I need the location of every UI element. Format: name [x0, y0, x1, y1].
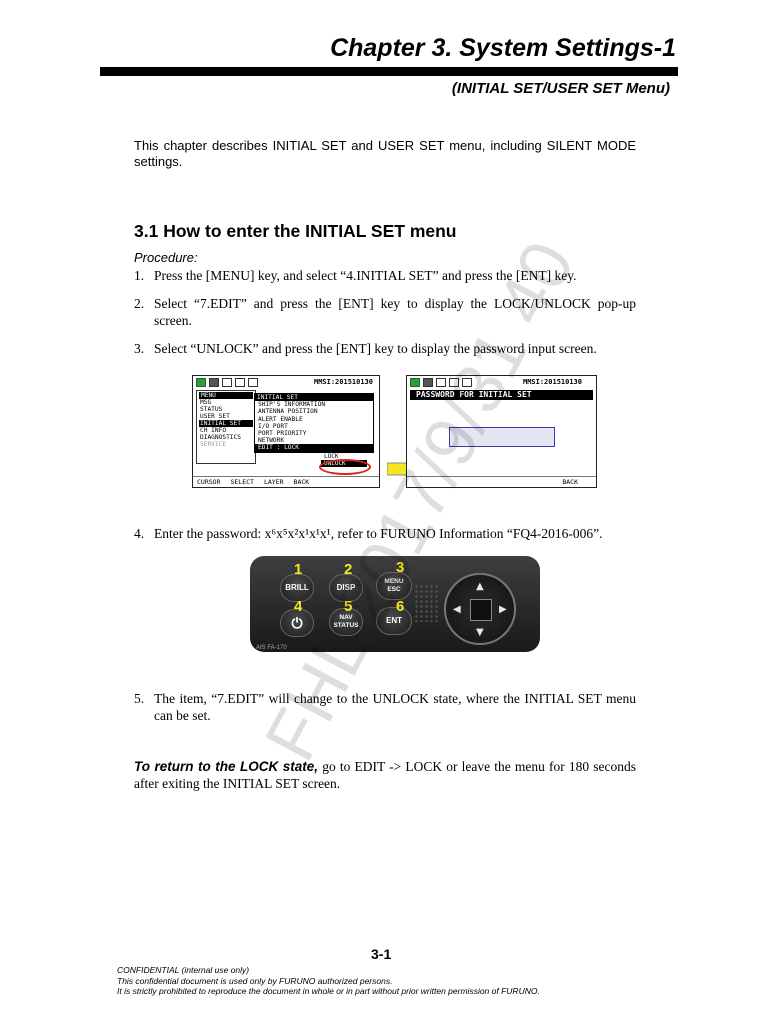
- screen-key-guide: CURSOR SELECT LAYER BACK: [193, 476, 379, 487]
- step-text: The item, “7.EDIT” will change to the UN…: [154, 691, 636, 723]
- chapter-rule: [100, 67, 678, 76]
- screen-status-bar: [407, 376, 596, 389]
- trx-icon: [222, 378, 232, 387]
- guide-layer: LAYER: [263, 478, 284, 486]
- initial-set-submenu: INITIAL SET SHIP'S INFORMATION ANTENNA P…: [254, 393, 374, 453]
- chapter-subtitle: (INITIAL SET/USER SET Menu): [451, 80, 670, 97]
- submenu-item[interactable]: PORT PRIORITY: [258, 430, 307, 438]
- menu-item-service[interactable]: SERVICE: [200, 441, 227, 448]
- menu-item-initial-set[interactable]: INITIAL SET: [199, 420, 253, 427]
- key-number: 4: [294, 598, 303, 615]
- trx-icon: [436, 378, 446, 387]
- screen-status-bar: [193, 376, 379, 389]
- keypad-photo: BRILL DISP MENU ESC ⏻ NAV STATUS ENT 1 2…: [250, 556, 540, 652]
- confidential-footer: CONFIDENTIAL (internal use only) This co…: [117, 965, 540, 997]
- arrow-left-icon[interactable]: ◀: [453, 604, 461, 615]
- step-text-prefix: Enter the password:: [154, 526, 265, 541]
- submenu-item[interactable]: I/O PORT: [258, 422, 288, 430]
- step-number: 3.: [134, 341, 145, 356]
- key-number: 6: [396, 598, 405, 615]
- step-number: 5.: [134, 691, 145, 706]
- popup-item-lock[interactable]: LOCK: [324, 453, 339, 460]
- disp-key[interactable]: DISP: [329, 574, 363, 602]
- submenu-item[interactable]: ALERT ENABLE: [258, 415, 303, 423]
- submenu-item[interactable]: SHIP'S INFORMATION: [258, 401, 326, 409]
- mmsi-label: MMSI:201510130: [313, 378, 373, 386]
- arrow-up-icon[interactable]: ▲: [476, 581, 484, 592]
- arrow-down-icon[interactable]: ▼: [476, 627, 484, 638]
- cursor-pad[interactable]: ▲ ▼ ◀ ▶: [444, 573, 516, 645]
- tx-icon: [209, 378, 219, 387]
- procedure-label: Procedure:: [134, 250, 198, 265]
- signal-icon: [196, 378, 206, 387]
- password-value: x⁶x⁵x²x¹x¹x¹: [264, 526, 331, 541]
- menu-item-msg[interactable]: MSG: [200, 399, 212, 406]
- tx-icon: [423, 378, 433, 387]
- submenu-header: INITIAL SET: [255, 394, 373, 402]
- step-3: 3. Select “UNLOCK” and press the [ENT] k…: [134, 340, 636, 357]
- step-text: Press the [MENU] key, and select “4.INIT…: [154, 268, 577, 283]
- password-input-screen: MMSI:201510130 PASSWORD FOR INITIAL SET …: [406, 375, 597, 488]
- alert-icon: [462, 378, 472, 387]
- footer-line: It is strictly prohibited to reproduce t…: [117, 986, 540, 996]
- section-title: 3.1 How to enter the INITIAL SET menu: [134, 221, 457, 241]
- step-text: Enter the password: x⁶x⁵x²x¹x¹x¹, refer …: [154, 525, 636, 542]
- submenu-item[interactable]: NETWORK: [258, 437, 285, 445]
- intro-paragraph: This chapter describes INITIAL SET and U…: [134, 138, 636, 169]
- brill-key[interactable]: BRILL: [280, 574, 314, 602]
- model-label: AIS FA-170: [256, 645, 287, 651]
- submenu-item-edit[interactable]: EDIT : LOCK: [255, 444, 373, 452]
- footer-line: This confidential document is used only …: [117, 975, 393, 986]
- watermark: FHL 2017/9/31 40: [250, 228, 590, 774]
- page-number: 3-1: [371, 946, 392, 962]
- ent-key[interactable]: ENT: [376, 607, 412, 635]
- menu-item-status[interactable]: STATUS: [200, 406, 223, 413]
- password-input[interactable]: [449, 427, 555, 447]
- nav-status-key[interactable]: NAV STATUS: [329, 608, 363, 636]
- chapter-title: Chapter 3. System Settings-1: [330, 34, 676, 62]
- cursor-pad-center: [470, 599, 492, 621]
- return-lock-lead: To return to the LOCK state,: [134, 759, 319, 774]
- main-menu: MENU MSG STATUS USER SET INITIAL SET CH …: [196, 390, 256, 464]
- step-number: 1.: [134, 268, 145, 283]
- signal-icon: [410, 378, 420, 387]
- menu-esc-key[interactable]: MENU ESC: [376, 572, 412, 600]
- menu-item-user-set[interactable]: USER SET: [200, 413, 230, 420]
- step-number: 2.: [134, 296, 145, 311]
- password-screen-header: PASSWORD FOR INITIAL SET: [410, 390, 593, 400]
- step-text-suffix: , refer to FURUNO Information “FQ4-2016-…: [330, 526, 603, 541]
- alert-icon: [248, 378, 258, 387]
- speaker-grille: [414, 584, 438, 622]
- step-text: Select “UNLOCK” and press the [ENT] key …: [154, 341, 597, 356]
- return-lock-paragraph: To return to the LOCK state, go to EDIT …: [134, 758, 636, 792]
- step-number: 4.: [134, 526, 145, 541]
- footer-line: CONFIDENTIAL (internal use only): [117, 965, 250, 975]
- guide-back: BACK: [562, 478, 578, 486]
- initial-set-menu-screen: MMSI:201510130 MENU MSG STATUS USER SET …: [192, 375, 380, 488]
- arrow-right-icon[interactable]: ▶: [499, 604, 507, 615]
- key-number: 3: [396, 559, 405, 576]
- key-number: 5: [344, 598, 353, 615]
- step-1: 1. Press the [MENU] key, and select “4.I…: [134, 267, 636, 284]
- power-key[interactable]: ⏻: [280, 609, 314, 637]
- return-lock-text: go to EDIT -> LOCK or leave the menu for…: [134, 759, 636, 791]
- guide-cursor: CURSOR: [197, 478, 221, 486]
- mode-icon: [449, 378, 459, 387]
- screen-key-guide: BACK: [407, 476, 596, 487]
- submenu-item[interactable]: ANTENNA POSITION: [258, 408, 318, 416]
- menu-item-ch-info[interactable]: CH INFO: [200, 427, 227, 434]
- unlock-highlight-circle: [319, 459, 371, 475]
- step-4: 4. Enter the password: x⁶x⁵x²x¹x¹x¹, ref…: [134, 525, 636, 542]
- step-text: Select “7.EDIT” and press the [ENT] key …: [154, 296, 636, 328]
- guide-select: SELECT: [230, 478, 254, 486]
- step-5: 5. The item, “7.EDIT” will change to the…: [134, 690, 636, 724]
- menu-item-diagnostics[interactable]: DIAGNOSTICS: [200, 434, 241, 441]
- mmsi-label: MMSI:201510130: [522, 378, 582, 386]
- step-2: 2. Select “7.EDIT” and press the [ENT] k…: [134, 295, 636, 329]
- key-number: 1: [294, 561, 303, 578]
- menu-header: MENU: [199, 392, 253, 399]
- guide-back: BACK: [293, 478, 310, 486]
- key-number: 2: [344, 561, 353, 578]
- mode-icon: [235, 378, 245, 387]
